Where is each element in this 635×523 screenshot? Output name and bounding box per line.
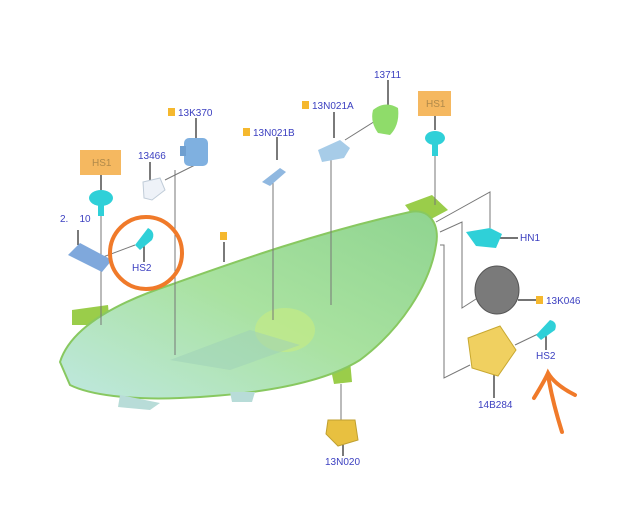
label-13N021A: 13N021A <box>312 101 354 112</box>
label-hs2-right: HS2 <box>536 351 556 362</box>
label-partial-left: 2. 10 <box>60 214 91 225</box>
part-13N021A-bulb[interactable] <box>318 140 350 162</box>
label-13466: 13466 <box>138 151 166 162</box>
part-14B284-module[interactable] <box>467 325 517 377</box>
part-hs2-right-screw[interactable] <box>536 320 556 340</box>
headlamp-assembly <box>58 195 448 410</box>
part-hn1-nut[interactable] <box>466 228 502 248</box>
part-hs2-left-screw[interactable] <box>135 228 154 250</box>
label-hs1-left: HS1 <box>92 158 112 169</box>
part-13N021B-bulb[interactable] <box>262 168 286 186</box>
label-13K046: 13K046 <box>546 296 581 307</box>
label-hs2-left: HS2 <box>132 263 152 274</box>
label-hn1: HN1 <box>520 233 540 244</box>
annotation-arrow <box>532 368 577 434</box>
marker-square <box>243 128 250 136</box>
part-13K046-cover[interactable] <box>474 265 520 315</box>
part-13711-cap[interactable] <box>372 104 399 135</box>
label-13711: 13711 <box>374 70 402 81</box>
marker-square <box>302 101 309 109</box>
label-box-hs1-right <box>418 91 451 116</box>
marker-square <box>536 296 543 304</box>
label-13K370: 13K370 <box>178 108 213 119</box>
label-13N021B: 13N021B <box>253 128 295 139</box>
label-hs1-right: HS1 <box>426 99 446 110</box>
part-13K370-socket[interactable] <box>180 138 208 166</box>
label-14B284: 14B284 <box>478 400 513 411</box>
annotation-circle <box>108 215 184 291</box>
part-13466-bulb[interactable] <box>142 177 166 201</box>
part-labels: 13711 HS1 13N021A 13K370 13N021B 13466 H… <box>60 70 581 468</box>
parts <box>68 104 556 447</box>
marker-square <box>220 232 227 240</box>
marker-square <box>168 108 175 116</box>
part-bracket-left[interactable] <box>68 243 112 272</box>
part-hs1-right-clip[interactable] <box>425 131 445 156</box>
label-box-hs1-left <box>80 150 121 175</box>
headlamp-lens <box>58 210 438 400</box>
part-hs1-left-clip[interactable] <box>89 190 113 216</box>
label-13N020: 13N020 <box>325 457 360 468</box>
part-13N020-clip[interactable] <box>325 419 359 447</box>
